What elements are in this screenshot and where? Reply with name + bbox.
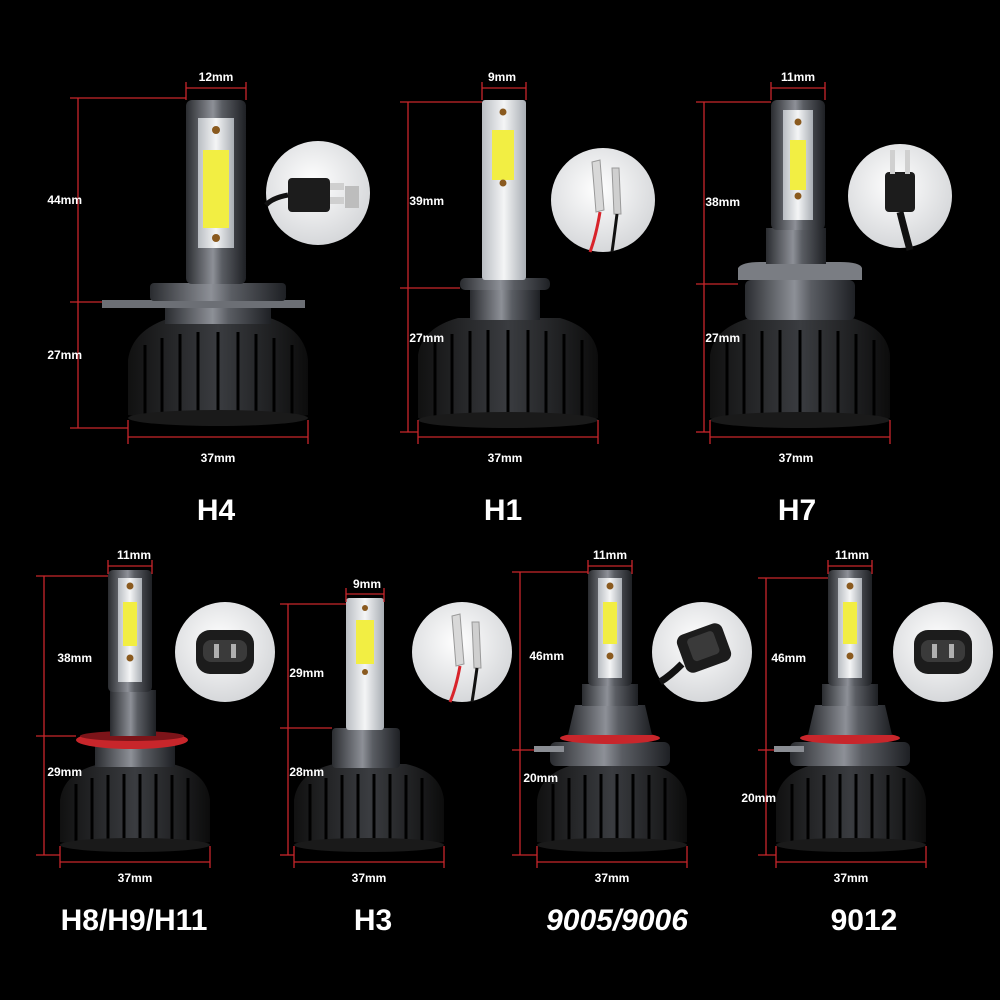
bulb-h7: 11mm 38mm 27mm 37mm H7	[696, 70, 952, 527]
bulb-h3: 9mm 29mm 28mm 37mm H3	[280, 577, 512, 937]
dimension-lines	[512, 560, 688, 868]
dim-width-top: 9mm	[353, 577, 381, 591]
dimension-lines	[280, 588, 445, 868]
dim-width-base: 37mm	[201, 451, 236, 465]
dim-width-top: 11mm	[781, 70, 815, 84]
dim-height-lower: 20mm	[523, 771, 558, 785]
wire-terminal-icon	[551, 148, 655, 253]
bulb-h1: 9mm 39mm 27mm 37mm H1	[400, 70, 655, 527]
dim-width-base: 37mm	[118, 871, 153, 885]
heatsink	[537, 764, 687, 852]
dim-width-top: 11mm	[593, 548, 627, 562]
wire-terminal-icon	[412, 602, 512, 703]
dim-height-upper: 29mm	[289, 666, 324, 680]
dim-height-lower: 27mm	[705, 331, 740, 345]
bulb-9005-9006: 11mm 46mm 20mm 37mm 9005/9006	[512, 548, 752, 937]
model-label: H8/H9/H11	[61, 904, 208, 937]
model-label: H3	[354, 904, 392, 937]
h4-plug-icon	[264, 141, 370, 245]
heatsink	[418, 318, 598, 428]
dim-height-upper: 46mm	[771, 651, 806, 665]
dim-height-upper: 38mm	[705, 195, 740, 209]
dim-height-lower: 27mm	[409, 331, 444, 345]
dim-height-lower: 29mm	[47, 765, 82, 779]
dim-width-base: 37mm	[488, 451, 523, 465]
dim-height-upper: 46mm	[529, 649, 564, 663]
heatsink	[710, 318, 890, 428]
model-label: 9005/9006	[546, 904, 688, 937]
dim-width-base: 37mm	[595, 871, 630, 885]
dim-width-top: 11mm	[117, 548, 151, 562]
heatsink	[60, 764, 210, 852]
dim-height-upper: 44mm	[47, 193, 82, 207]
dim-height-lower: 28mm	[289, 765, 324, 779]
9005-plug-icon	[652, 602, 752, 702]
dim-width-base: 37mm	[834, 871, 869, 885]
dimension-lines	[70, 82, 309, 444]
dim-height-upper: 39mm	[409, 194, 444, 208]
h11-socket-icon	[175, 602, 275, 702]
h7-plug-icon	[848, 144, 952, 251]
model-label: H4	[197, 494, 236, 527]
dimension-lines	[696, 82, 891, 444]
bulb-h8-h9-h11: 11mm 38mm 29mm 37mm H8/H9/H11	[36, 548, 275, 937]
dim-width-base: 37mm	[779, 451, 814, 465]
bulb-h4: 12mm 44mm 27mm 37mm H4	[47, 70, 370, 527]
dim-width-top: 11mm	[835, 548, 869, 562]
dim-height-upper: 38mm	[57, 651, 92, 665]
dim-width-base: 37mm	[352, 871, 387, 885]
dim-width-top: 9mm	[488, 70, 516, 84]
bulb-9012: 11mm 46mm 20mm 37mm 9012	[741, 548, 993, 937]
9012-socket-icon	[893, 602, 993, 702]
model-label: 9012	[831, 904, 898, 937]
dim-width-top: 12mm	[199, 70, 234, 84]
dimension-lines	[36, 560, 211, 868]
heatsink	[294, 764, 444, 852]
dimension-lines	[400, 82, 599, 444]
heatsink	[776, 764, 926, 852]
model-label: H7	[778, 494, 816, 527]
heatsink	[128, 318, 308, 426]
dim-height-lower: 27mm	[47, 348, 82, 362]
model-label: H1	[484, 494, 522, 527]
dimension-lines	[758, 560, 927, 868]
dim-height-lower: 20mm	[741, 791, 776, 805]
